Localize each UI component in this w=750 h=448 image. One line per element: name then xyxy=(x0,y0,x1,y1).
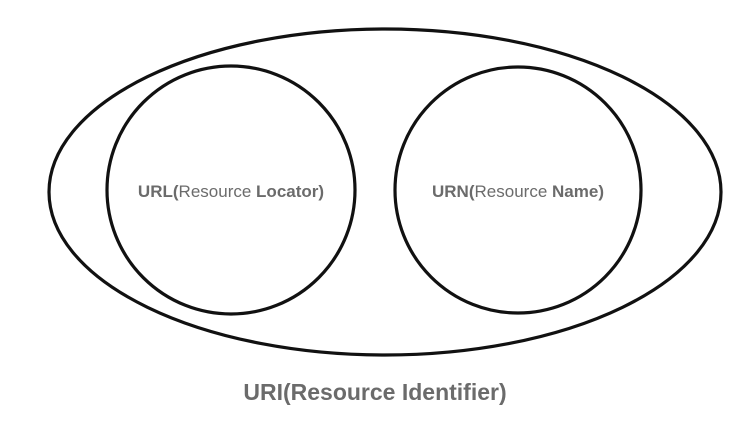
url-circle xyxy=(105,64,357,316)
url-acronym: URL xyxy=(138,182,173,201)
url-word-resource: Resource xyxy=(179,182,252,201)
url-word-locator: Locator xyxy=(256,182,319,201)
url-label: URL(Resource Locator) xyxy=(138,182,324,201)
urn-acronym: URN xyxy=(432,182,469,201)
urn-circle xyxy=(393,65,643,315)
url-open-paren: ( xyxy=(173,182,179,201)
url-close-paren: ) xyxy=(318,182,324,201)
urn-close-paren: ) xyxy=(598,182,604,201)
urn-label: URN(Resource Name) xyxy=(432,182,604,201)
uri-label: URI(Resource Identifier) xyxy=(243,379,506,405)
urn-word-name: Name xyxy=(552,182,598,201)
urn-word-resource: Resource xyxy=(475,182,548,201)
uri-ellipse xyxy=(47,27,723,357)
urn-open-paren: ( xyxy=(469,182,475,201)
